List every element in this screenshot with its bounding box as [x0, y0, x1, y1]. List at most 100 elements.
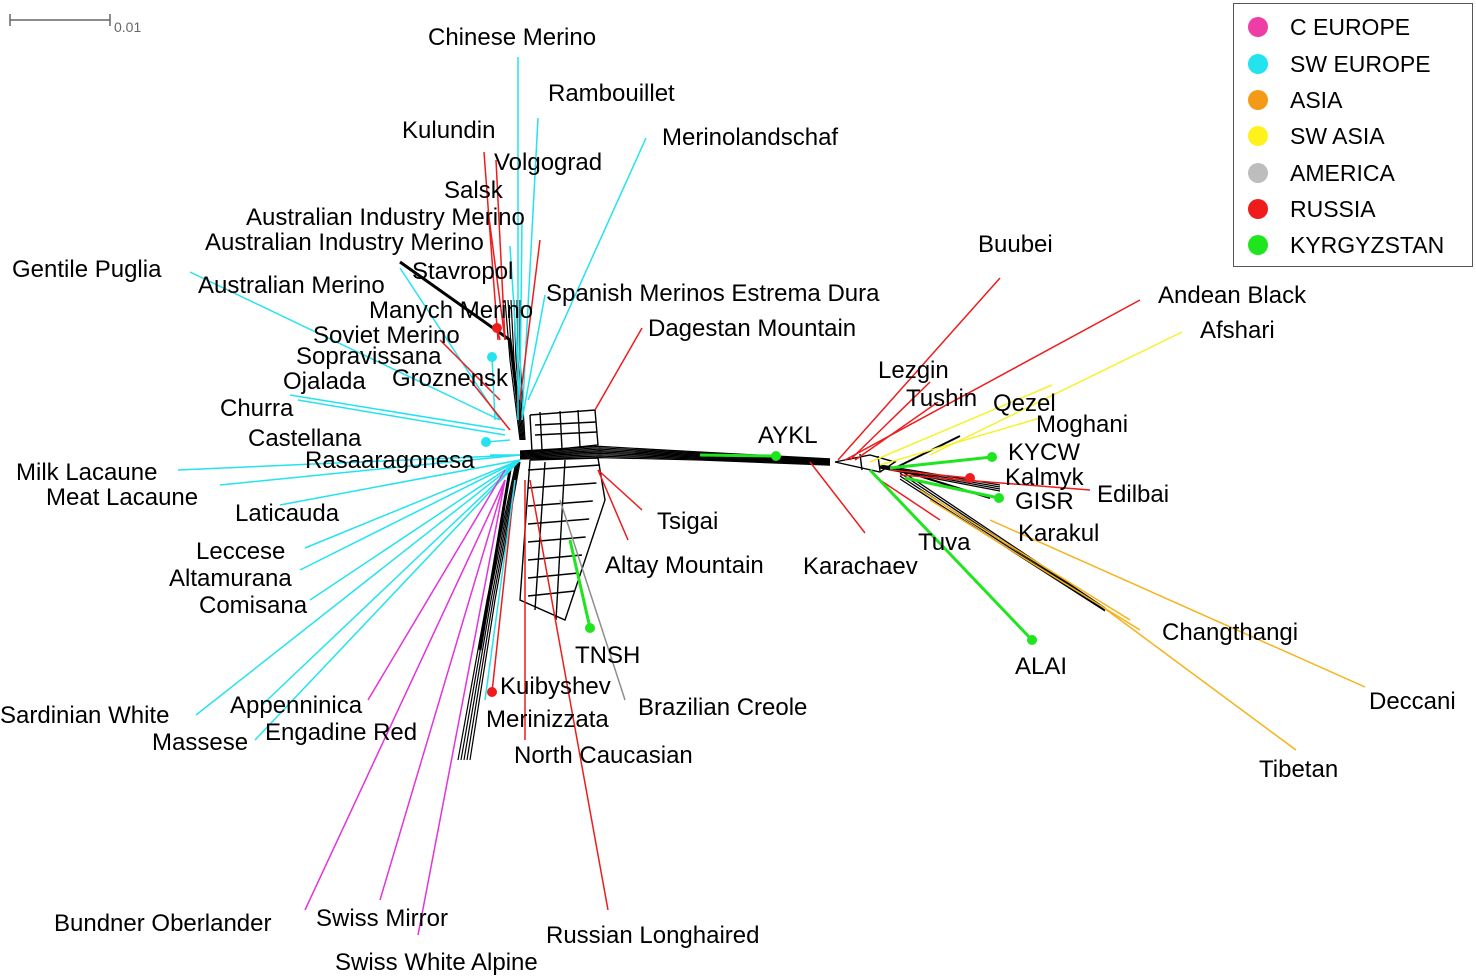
network-edge: [894, 435, 961, 469]
branch: [487, 209, 506, 341]
taxon-label: Russian Longhaired: [546, 922, 759, 949]
taxon-label: Ojalada: [283, 368, 366, 395]
taxon-label: Moghani: [1036, 411, 1128, 438]
taxon-label: Andean Black: [1158, 282, 1307, 309]
branch: [519, 239, 541, 401]
network-branches: [177, 57, 1366, 936]
branch: [483, 151, 499, 341]
network-edge: [519, 452, 831, 464]
branch: [261, 459, 521, 706]
branch: [495, 159, 506, 341]
legend-swatch: [1248, 126, 1268, 146]
taxon-label: Churra: [220, 395, 294, 422]
legend-item: C EUROPE: [1248, 12, 1410, 42]
taxon-label: Brazilian Creole: [638, 694, 807, 721]
taxon-label: Merinizzata: [486, 706, 609, 733]
branch: [854, 401, 939, 461]
network-edge: [519, 454, 831, 465]
network-edge: [899, 469, 1106, 609]
sample-dot: [771, 451, 781, 461]
legend-swatch: [1248, 17, 1268, 37]
taxon-label: Laticauda: [235, 500, 340, 527]
taxon-label: Tushin: [906, 385, 977, 412]
taxon-label: Kalmyk: [1005, 464, 1085, 491]
network-edge: [534, 421, 597, 426]
branch: [1099, 604, 1297, 751]
branch: [484, 479, 516, 701]
sample-dot: [585, 623, 595, 633]
taxon-label: Volgograd: [494, 149, 602, 176]
network-edge: [527, 482, 597, 489]
sample-dot: [994, 493, 1004, 503]
taxon-label: Comisana: [199, 592, 308, 619]
taxon-label: TNSH: [575, 642, 640, 669]
taxon-label: Sardinian White: [0, 702, 169, 729]
sample-dot: [965, 473, 975, 483]
network-edge: [539, 411, 543, 451]
branch: [297, 399, 506, 436]
taxon-label: Kuibyshev: [500, 673, 611, 700]
branch: [837, 277, 1001, 461]
legend-swatch: [1248, 90, 1268, 110]
legend-label: AMERICA: [1290, 159, 1395, 186]
taxon-label: Chinese Merino: [428, 24, 596, 51]
taxon-label: Stavropol: [412, 258, 513, 285]
taxon-label: Spanish Merinos Estrema Dura: [546, 280, 880, 307]
sample-dot: [492, 323, 502, 333]
branch: [469, 379, 511, 431]
taxon-label: Leccese: [196, 538, 285, 565]
taxon-label: Milk Lacaune: [16, 459, 157, 486]
taxon-label: Deccani: [1369, 688, 1456, 715]
branch: [529, 479, 609, 911]
taxon-label: Tibetan: [1259, 756, 1338, 783]
taxon-label: Buubei: [978, 231, 1053, 258]
taxon-label: Afshari: [1200, 317, 1275, 344]
sample-dots: [481, 323, 1037, 697]
sample-dot: [481, 437, 491, 447]
branch: [879, 479, 941, 521]
taxon-label: Lezgin: [878, 357, 949, 384]
sample-dot: [1027, 635, 1037, 645]
legend-label: C EUROPE: [1290, 13, 1411, 40]
branch: [309, 459, 521, 601]
network-edge: [463, 461, 519, 761]
network-edge: [519, 449, 831, 462]
network-edge: [527, 536, 586, 543]
legend-label: ASIA: [1290, 86, 1343, 113]
legend-item: ASIA: [1248, 85, 1342, 115]
network-edge: [534, 431, 598, 436]
branch: [868, 468, 1034, 642]
taxon-label: Appenninica: [230, 692, 363, 719]
legend-swatch: [1248, 235, 1268, 255]
branch: [304, 459, 521, 549]
branch: [899, 474, 1091, 491]
legend-item: RUSSIA: [1248, 194, 1376, 224]
taxon-label: Edilbai: [1097, 481, 1169, 508]
network-edge: [519, 455, 831, 465]
branch: [177, 454, 521, 471]
branch: [889, 469, 971, 479]
branch: [527, 137, 647, 401]
network-edge: [519, 457, 606, 621]
branch: [189, 271, 501, 421]
branch: [849, 381, 931, 461]
taxon-label: Qezel: [993, 390, 1056, 417]
taxon-label: GISR: [1015, 488, 1074, 515]
branch: [195, 459, 521, 716]
branch: [989, 519, 1366, 688]
branch: [299, 459, 521, 571]
legend-swatch: [1248, 163, 1268, 183]
taxon-label: Rasaaragonesa: [305, 447, 475, 474]
legend-label: RUSSIA: [1290, 195, 1376, 222]
branch: [254, 459, 521, 741]
taxon-label: Meat Lacaune: [46, 484, 198, 511]
branch: [439, 339, 501, 401]
legend-swatch: [1248, 199, 1268, 219]
branch: [219, 454, 521, 486]
scale-bar-label: 0.01: [114, 19, 141, 35]
branch: [521, 294, 546, 421]
branch: [304, 479, 506, 911]
legend-swatch: [1248, 54, 1268, 74]
